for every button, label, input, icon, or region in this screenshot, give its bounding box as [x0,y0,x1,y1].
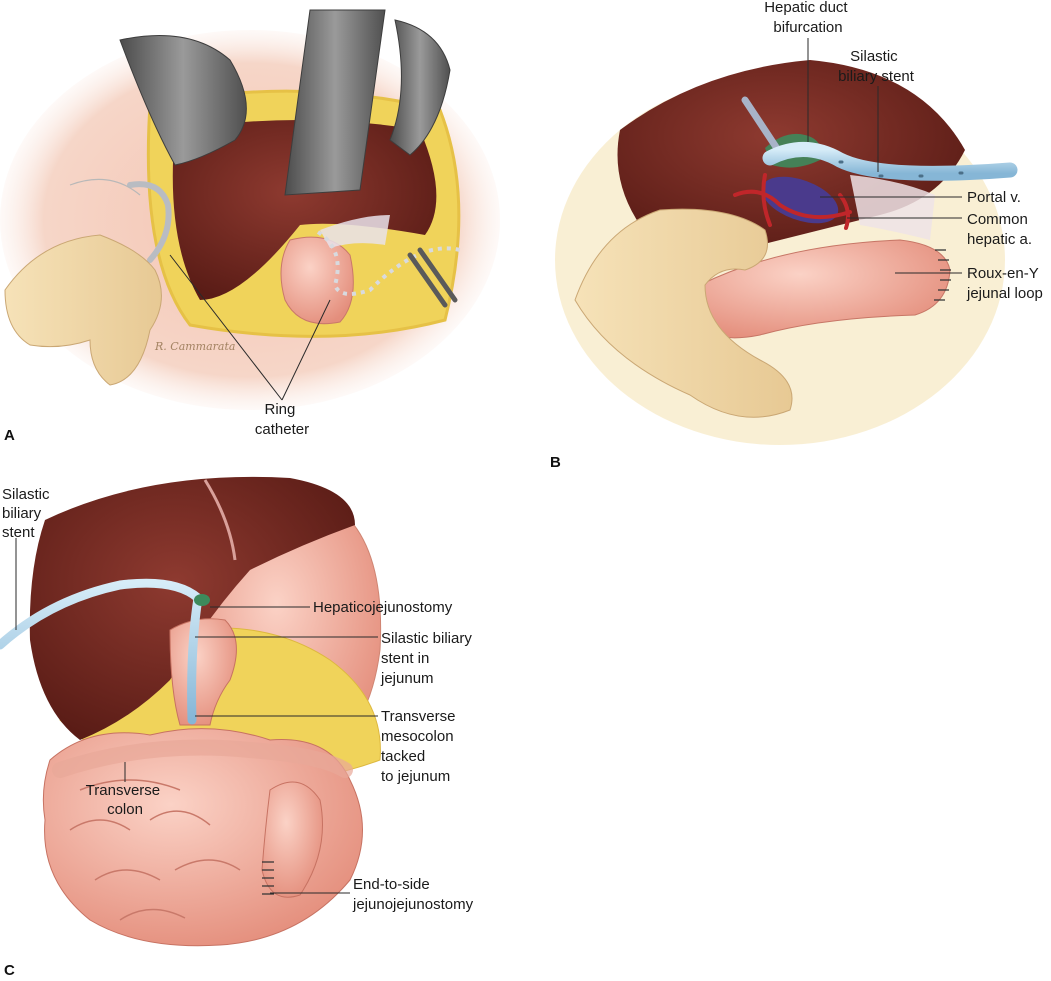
panel-a-duodenum [280,236,354,325]
panel-c-transverse-colon [52,739,353,778]
jejunojejunostomy-label: End-to-side jejunojejunostomy [352,876,474,913]
roux-en-y-label-line-1: Roux-en-Y [967,265,1039,282]
panel-c-anastomosis-sutures [262,861,274,895]
panel-c-falciform [203,479,237,561]
hepaticojejunostomy-label: Hepaticojejunostomy [313,599,453,616]
transverse-mesocolon-label-line-1: Transverse [381,708,455,725]
panel-a-suture-wire [69,178,141,196]
portal-vein-label-line-1: Portal v. [967,189,1021,206]
roux-en-y-label-line-2: jejunal loop [966,285,1043,302]
panel-b-hepatic-artery [733,173,852,230]
panel-c-hepaticojejunostomy-site [194,594,210,606]
panel-b-portal-vein [761,176,839,224]
panel-c-letter: C [4,962,15,979]
common-hepatic-artery-label-line-1: Common [967,211,1028,228]
panel-c-jejunal-limb [169,618,237,726]
panel-b-fibers [850,175,935,240]
transverse-mesocolon-label: Transverse mesocolon tacked to jejunum [381,708,460,785]
panel-c: Silastic biliary stent Hepaticojejunosto… [0,476,476,979]
panel-a-letter: A [4,427,15,444]
panel-a-clamp [407,247,458,308]
stent-in-jejunum-label-line-1: Silastic biliary [381,630,472,647]
ring-catheter-label-line-2: catheter [255,421,309,438]
panel-c-bowel-folds [69,779,241,921]
stent-in-jejunum-label-line-3: jejunum [380,670,434,687]
panel-c-leader-lines [15,538,378,894]
stent-in-jejunum-label: Silastic biliary stent in jejunum [380,630,476,687]
panel-c-descending-limb [261,781,323,898]
transverse-colon-label: Transverse colon [86,782,165,818]
ring-catheter-label-line-1: Ring [264,401,295,418]
common-hepatic-artery-label-line-2: hepatic a. [967,231,1032,248]
panel-a-retractor-left [119,35,247,166]
panel-a-hand [4,234,162,386]
panel-a-signature: R. Cammarata [154,340,235,353]
panel-a-liver [172,120,437,300]
panel-c-silastic-stent [0,578,203,725]
silastic-biliary-stent-label-c-line-2: biliary [2,505,42,522]
panel-a-ring-catheter-left [127,181,172,263]
transverse-mesocolon-label-line-3: tacked [381,748,425,765]
panel-b-stent-holes [838,160,964,178]
silastic-biliary-stent-label-b-line-1: Silastic [850,48,898,65]
hepaticojejunostomy-label-line-1: Hepaticojejunostomy [313,599,453,616]
panel-b-loop-sutures [934,249,951,301]
roux-en-y-label: Roux-en-Y jejunal loop [966,265,1043,302]
stent-in-jejunum-label-line-2: stent in [381,650,429,667]
jejunojejunostomy-label-line-2: jejunojejunostomy [352,896,474,913]
panel-b-roux-loop [699,239,951,339]
transverse-colon-label-line-2: colon [107,801,143,818]
silastic-biliary-stent-label-c: Silastic biliary stent [2,486,54,541]
portal-vein-label: Portal v. [967,189,1021,206]
panel-a: R. Cammarata Ring catheter A [0,9,500,444]
ring-catheter-leader-lines [169,254,331,401]
transverse-mesocolon-label-line-4: to jejunum [381,768,450,785]
panel-b-letter: B [550,454,561,471]
transverse-mesocolon-label-line-2: mesocolon [381,728,454,745]
jejunojejunostomy-label-line-1: End-to-side [353,876,430,893]
panel-a-retractor-center [284,9,386,196]
panel-b-hand [574,208,793,418]
silastic-biliary-stent-label-b: Silastic biliary stent [838,48,915,85]
common-hepatic-artery-label: Common hepatic a. [967,211,1032,248]
ring-catheter-label: Ring catheter [255,401,309,438]
panel-a-peritoneal-fibers [320,215,390,248]
silastic-biliary-stent-label-c-line-3: stent [2,524,35,541]
hepatic-duct-bifurcation-label-line-1: Hepatic duct [764,0,848,16]
silastic-biliary-stent-label-c-line-1: Silastic [2,486,50,503]
panel-b-silastic-stent [762,142,1018,181]
panel-b-leader-lines [807,38,962,274]
panel-b: Hepatic duct bifurcation Silastic biliar… [550,0,1043,471]
hepatic-duct-bifurcation-label: Hepatic duct bifurcation [764,0,852,36]
transverse-colon-label-line-1: Transverse [86,782,160,799]
hepatic-duct-bifurcation-label-line-2: bifurcation [773,19,842,36]
panel-b-guide-catheter [741,96,782,154]
panel-a-retractor-right [389,19,451,156]
silastic-biliary-stent-label-b-line-2: biliary stent [838,68,915,85]
